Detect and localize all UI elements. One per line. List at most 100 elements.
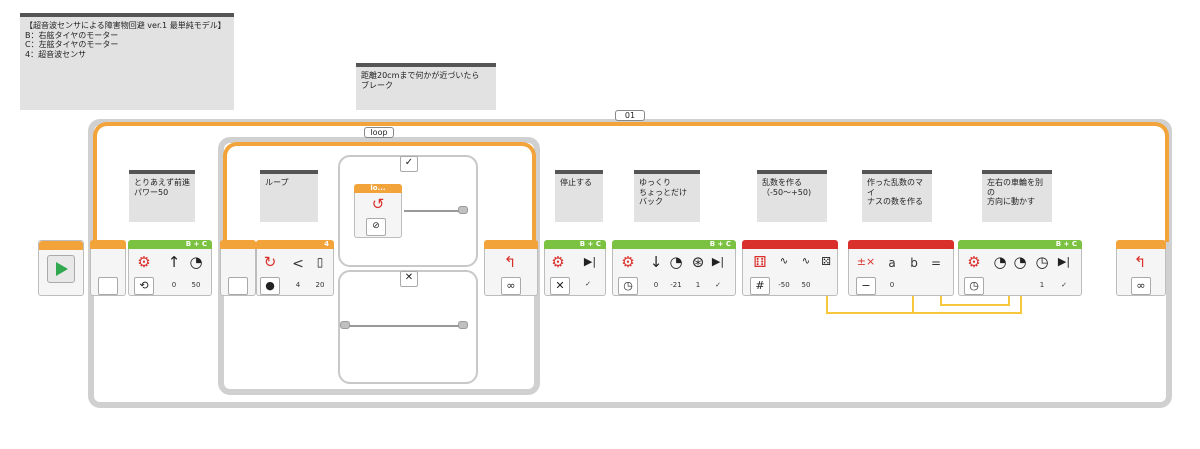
random-max[interactable]: 50 xyxy=(801,281,811,289)
back-ports[interactable]: B + C xyxy=(612,240,736,249)
data-wire-random-out[interactable] xyxy=(826,296,828,314)
random-min[interactable]: -50 xyxy=(778,281,790,289)
inner-loop-mode[interactable] xyxy=(228,277,248,295)
steering-motor-icon: ⚙ xyxy=(551,253,565,271)
back-brake-check[interactable]: ✓ xyxy=(715,281,721,289)
dice-icon: ⚅ xyxy=(753,253,767,271)
inner-loop-start[interactable] xyxy=(220,240,256,296)
arrow-down-icon: ↓ xyxy=(649,253,663,271)
steering-motor-icon: ⚙ xyxy=(137,253,151,271)
forward-comment[interactable]: とりあえず前進 パワー50 xyxy=(129,170,195,222)
outer-loop-start[interactable] xyxy=(90,240,126,296)
max-icon: ∿ xyxy=(801,256,811,267)
back-comment[interactable]: ゆっくり ちょっとだけ バック xyxy=(634,170,700,222)
ultrasonic-sensor-icon: ▯ xyxy=(316,255,324,269)
data-wire-horizontal[interactable] xyxy=(826,312,1022,314)
tank-rotations[interactable]: 1 xyxy=(1039,281,1045,289)
loop-interrupt-label[interactable]: lo... xyxy=(354,184,402,193)
forward-ports[interactable]: B + C xyxy=(128,240,212,249)
stop-comment[interactable]: 停止する xyxy=(555,170,603,222)
switch-true-out[interactable] xyxy=(458,206,468,214)
loop-condition-mode[interactable]: ● xyxy=(260,277,280,295)
inner-loop-flow xyxy=(223,142,536,242)
condition-port-param[interactable]: 4 xyxy=(295,281,301,289)
outer-loop-name[interactable]: 01 xyxy=(615,110,645,121)
outer-loop-end-header xyxy=(1116,240,1166,249)
switch-true-tab[interactable]: ✓ xyxy=(400,156,418,172)
math-input-b[interactable]: b xyxy=(910,256,918,270)
math-block[interactable]: ±× a b = − 0 xyxy=(848,240,954,296)
condition-threshold[interactable]: 20 xyxy=(315,281,325,289)
loop-interrupt-block[interactable]: lo... ↺ ⊘ xyxy=(354,184,402,238)
back-mode-button[interactable]: ◷ xyxy=(618,277,638,295)
switch-false-in[interactable] xyxy=(340,321,350,329)
left-speed-icon: ◔ xyxy=(993,253,1007,271)
steer-comment[interactable]: 左右の車輪を別の 方向に動かす xyxy=(982,170,1052,222)
play-icon xyxy=(56,262,68,276)
stop-mode-button[interactable]: ✕ xyxy=(550,277,570,295)
start-block-header xyxy=(39,241,83,250)
loop-interrupt-mode[interactable]: ⊘ xyxy=(366,218,386,236)
loop-back-icon: ↰ xyxy=(503,253,517,271)
math-value[interactable]: 0 xyxy=(889,281,895,289)
forward-mode-button[interactable]: ⟲ xyxy=(134,277,154,295)
data-wire-math-out[interactable] xyxy=(940,296,942,306)
switch-false-out[interactable] xyxy=(458,321,468,329)
data-wire-to-math[interactable] xyxy=(912,296,914,314)
outer-loop-mode[interactable] xyxy=(98,277,118,295)
outer-loop-end-mode[interactable]: ∞ xyxy=(1131,277,1151,295)
outer-loop-end[interactable]: ↰ ∞ xyxy=(1116,240,1166,296)
switch-true-sequence xyxy=(404,210,466,212)
negate-comment[interactable]: 作った乱数のマイ ナスの数を作る xyxy=(862,170,932,222)
compare-symbol[interactable]: < xyxy=(292,256,304,272)
back-steering[interactable]: 0 xyxy=(653,281,659,289)
start-play-button[interactable] xyxy=(47,255,75,283)
move-forward-block[interactable]: B + C ⚙ ↑ ◔ ⟲ 0 50 xyxy=(128,240,212,296)
brake-icon: ▶| xyxy=(1057,255,1071,268)
random-header xyxy=(742,240,838,249)
brake-comment[interactable]: 距離20cmまで何かが近づいたら ブレーク xyxy=(356,63,496,110)
inner-loop-end-mode[interactable]: ∞ xyxy=(501,277,521,295)
back-power[interactable]: -21 xyxy=(670,281,682,289)
arrow-up-icon: ↑ xyxy=(167,253,181,271)
move-back-block[interactable]: B + C ⚙ ↓ ◔ ⊛ ▶| ◷ 0 -21 1 ✓ xyxy=(612,240,736,296)
tank-move-block[interactable]: B + C ⚙ ◔ ◔ ◷ ▶| ◷ 1 ✓ xyxy=(958,240,1082,296)
data-wire-to-tank-left[interactable] xyxy=(940,304,1010,306)
random-block[interactable]: ⚅ ∿ ∿ ⚄ # -50 50 xyxy=(742,240,838,296)
random-mode-button[interactable]: # xyxy=(750,277,770,295)
stop-ports[interactable]: B + C xyxy=(544,240,606,249)
math-header xyxy=(848,240,954,249)
stop-motor-block[interactable]: B + C ⚙ ▶| ✕ ✓ xyxy=(544,240,606,296)
rotation-icon: ◷ xyxy=(1035,253,1049,271)
back-rotations[interactable]: 1 xyxy=(695,281,701,289)
inner-loop-end[interactable]: ↰ ∞ xyxy=(484,240,538,296)
inner-loop-name[interactable]: loop xyxy=(364,127,394,138)
data-wire-tank-right-in[interactable] xyxy=(1020,296,1022,314)
stop-body xyxy=(544,249,606,296)
data-wire-tank-left-in[interactable] xyxy=(1008,296,1010,306)
tank-ports[interactable]: B + C xyxy=(958,240,1082,249)
math-equals: = xyxy=(930,256,942,270)
loop-comment[interactable]: ループ xyxy=(260,170,318,222)
math-mode-button[interactable]: − xyxy=(856,277,876,295)
speed-dial-icon: ◔ xyxy=(189,253,203,271)
steering-motor-icon: ⚙ xyxy=(621,253,635,271)
switch-false-sequence xyxy=(348,325,466,327)
loop-condition-block[interactable]: 4 ↻ < ▯ ● 4 20 xyxy=(256,240,334,296)
outer-loop-flow xyxy=(93,122,1169,242)
random-output-icon: ⚄ xyxy=(821,255,831,268)
math-input-a[interactable]: a xyxy=(888,256,896,270)
forward-power[interactable]: 50 xyxy=(191,281,201,289)
right-speed-icon: ◔ xyxy=(1013,253,1027,271)
forward-steering[interactable]: 0 xyxy=(171,281,177,289)
tank-brake-check[interactable]: ✓ xyxy=(1061,281,1067,289)
brake-check-icon[interactable]: ✓ xyxy=(585,280,591,288)
start-block[interactable] xyxy=(38,240,84,296)
program-header-comment[interactable]: 【超音波センサによる障害物回避 ver.1 最単純モデル】 B：右舷タイヤのモー… xyxy=(20,13,234,110)
tank-mode-button[interactable]: ◷ xyxy=(964,277,984,295)
loop-condition-port[interactable]: 4 xyxy=(256,240,334,249)
switch-false-case[interactable] xyxy=(338,270,478,384)
speed-dial-icon: ◔ xyxy=(669,253,683,271)
random-comment[interactable]: 乱数を作る （-50〜+50) xyxy=(757,170,827,222)
switch-false-tab[interactable]: ✕ xyxy=(400,271,418,287)
